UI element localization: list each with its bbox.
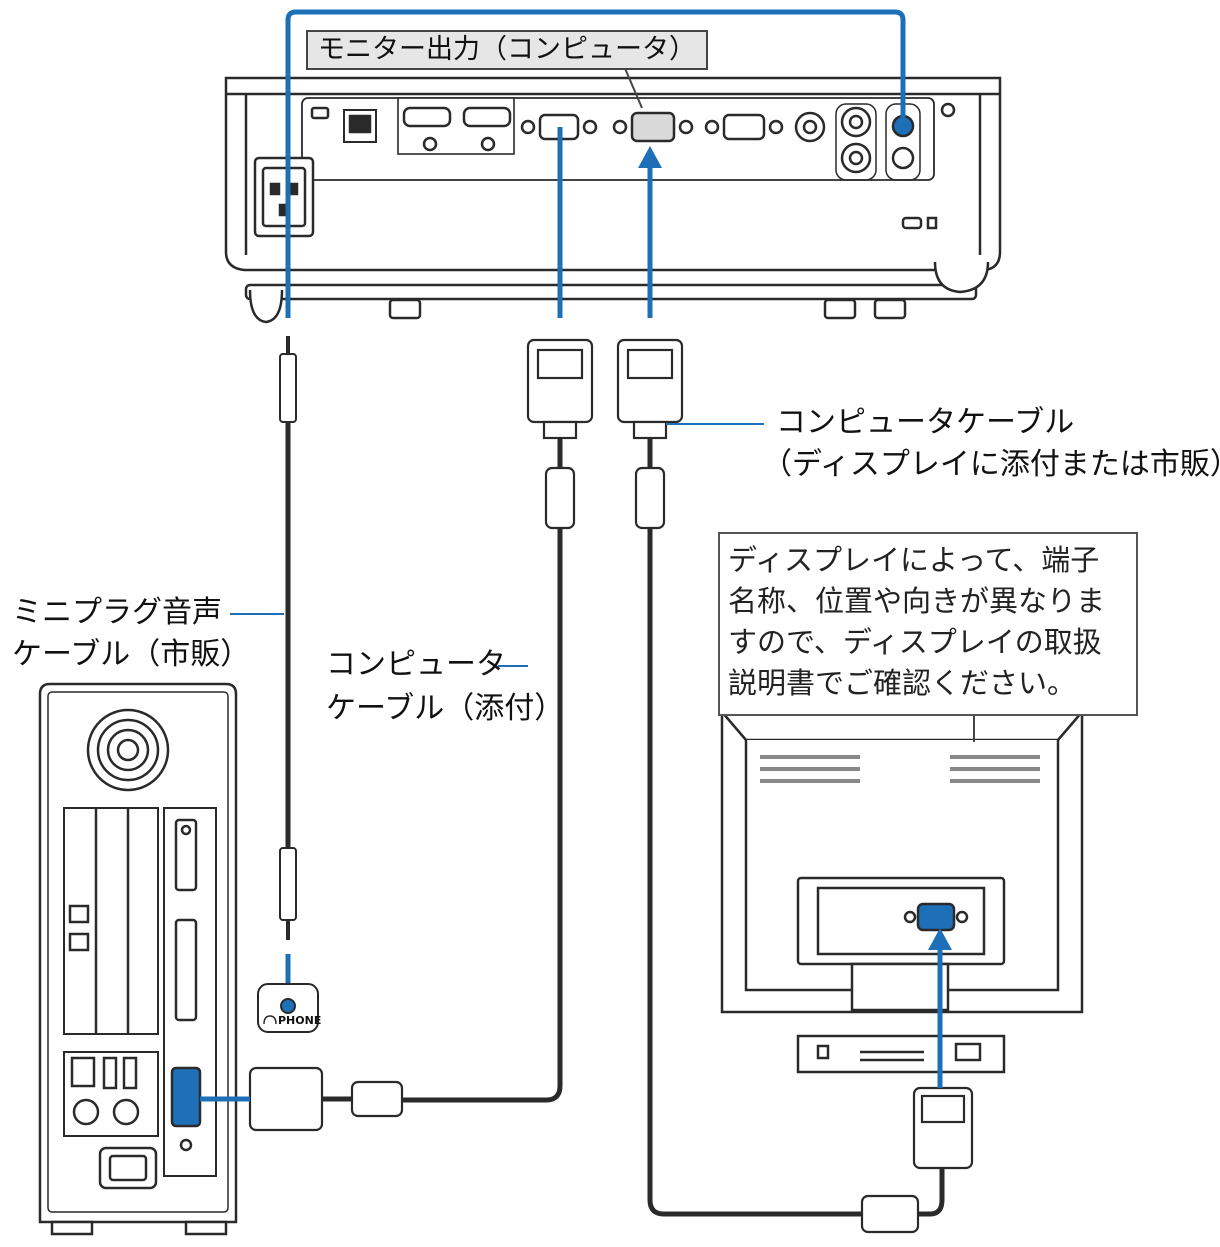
mini-plug-cable	[279, 336, 297, 940]
computer-cable-display	[616, 338, 974, 1234]
display-monitor	[720, 710, 1084, 1074]
headphone-icon	[263, 1015, 277, 1025]
audio-jack-icon	[257, 983, 319, 1033]
supplied-cable-label-line1: コンピュータ	[326, 647, 506, 682]
supplied-cable-label-line2: ケーブル（添付）	[326, 691, 565, 726]
fan-grille-icon	[86, 708, 170, 792]
mini-plug-label-line2: ケーブル（市販）	[12, 637, 251, 672]
display-cable-label-line2: （ディスプレイに添付または市販）	[762, 447, 1220, 482]
pc-tower	[38, 682, 238, 1236]
display-cable-label-line1: コンピュータケーブル	[776, 405, 1075, 440]
note-line-4: 説明書でご確認ください。	[728, 666, 1077, 700]
phone-port-label: PHONE	[278, 1014, 322, 1027]
note-line-1: ディスプレイによって、端子	[728, 543, 1100, 577]
computer-cable-supplied	[248, 338, 594, 1132]
projector	[224, 76, 1002, 324]
audio-link-blue	[285, 9, 906, 318]
note-line-2: 名称、位置や向きが異なりま	[728, 584, 1106, 618]
display-note-box: ディスプレイによって、端子 名称、位置や向きが異なりま すので、ディスプレイの取…	[718, 532, 1138, 716]
display-vents	[760, 755, 1040, 783]
mini-plug-label-line1: ミニプラグ音声	[12, 595, 222, 630]
monitor-out-label: モニター出力（コンピュータ）	[306, 30, 708, 70]
note-line-3: すので、ディスプレイの取扱	[728, 625, 1102, 659]
